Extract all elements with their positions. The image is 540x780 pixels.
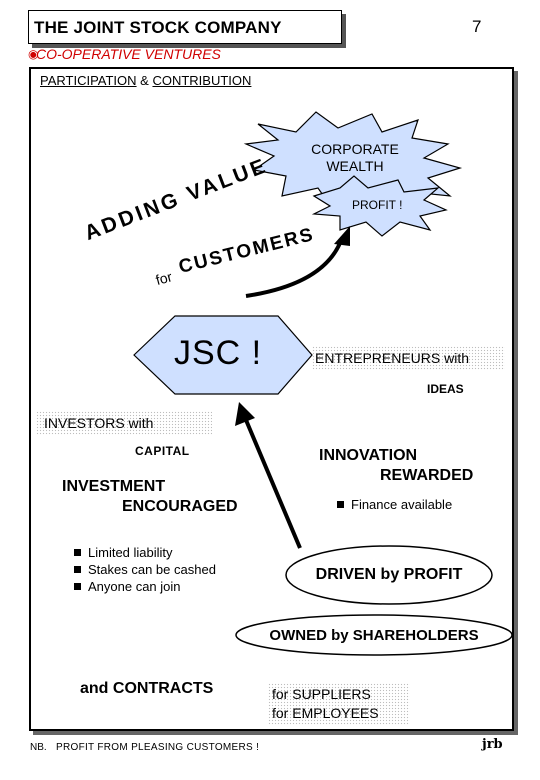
finance-label: Finance available	[351, 497, 453, 512]
rewarded-label: REWARDED	[380, 467, 474, 484]
section-title: PARTICIPATION & CONTRIBUTION	[40, 73, 251, 88]
footnote-text: PROFIT FROM PLEASING CUSTOMERS !	[56, 742, 260, 753]
section-title-amp: &	[136, 73, 153, 88]
owned-label: OWNED by SHAREHOLDERS	[269, 627, 479, 644]
investment-label: INVESTMENT	[62, 478, 166, 495]
target-bullet-icon: ◉	[28, 47, 39, 61]
investors-label: INVESTORS with	[36, 411, 212, 435]
employees-label: for EMPLOYEES	[272, 705, 379, 721]
owned-ellipse	[235, 614, 513, 656]
section-title-part2: CONTRIBUTION	[152, 73, 252, 88]
suppliers-label: for SUPPLIERS	[272, 686, 371, 702]
curved-arrow-head	[334, 226, 350, 246]
header-box	[28, 10, 342, 44]
square-bullet-icon	[74, 549, 81, 556]
driven-label: DRIVEN by PROFIT	[315, 566, 463, 583]
section-title-part1: PARTICIPATION	[40, 73, 137, 88]
square-bullet-icon	[337, 501, 344, 508]
encouraged-label: ENCOURAGED	[122, 498, 238, 515]
wealth-label: WEALTH	[326, 158, 384, 174]
square-bullet-icon	[74, 583, 81, 590]
straight-arrow	[244, 419, 302, 549]
contracts-label: and CONTRACTS	[80, 680, 214, 697]
finance-item: Finance available	[337, 497, 452, 512]
suppliers-box: for SUPPLIERS for EMPLOYEES	[268, 683, 410, 725]
benefits-list: Limited liability Stakes can be cashed A…	[74, 544, 216, 595]
straight-arrow-head	[235, 402, 255, 426]
curved-arrow	[245, 237, 344, 298]
ideas-label: IDEAS	[427, 382, 464, 396]
jsc-label: JSC !	[174, 334, 263, 372]
entrepreneurs-label: ENTREPRENEURS with	[312, 346, 505, 370]
innovation-label: INNOVATION	[319, 447, 418, 464]
subtitle: CO-OPERATIVE VENTURES	[36, 46, 221, 62]
signature: jrb	[482, 737, 503, 752]
corporate-label: CORPORATE	[311, 141, 399, 157]
list-item: Anyone can join	[74, 578, 216, 595]
corporate-wealth-label: CORPORATE WEALTH	[300, 141, 410, 175]
square-bullet-icon	[74, 566, 81, 573]
capital-label: CAPITAL	[135, 444, 190, 458]
corporate-wealth-burst	[243, 111, 463, 211]
list-item: Stakes can be cashed	[74, 561, 216, 578]
profit-burst	[311, 175, 448, 237]
driven-ellipse	[285, 545, 493, 605]
list-item: Limited liability	[74, 544, 216, 561]
profit-label: PROFIT !	[352, 198, 403, 212]
page-number: 7	[472, 17, 482, 36]
page-heading: THE JOINT STOCK COMPANY	[34, 18, 282, 37]
footnote-label: NB.	[30, 742, 47, 753]
